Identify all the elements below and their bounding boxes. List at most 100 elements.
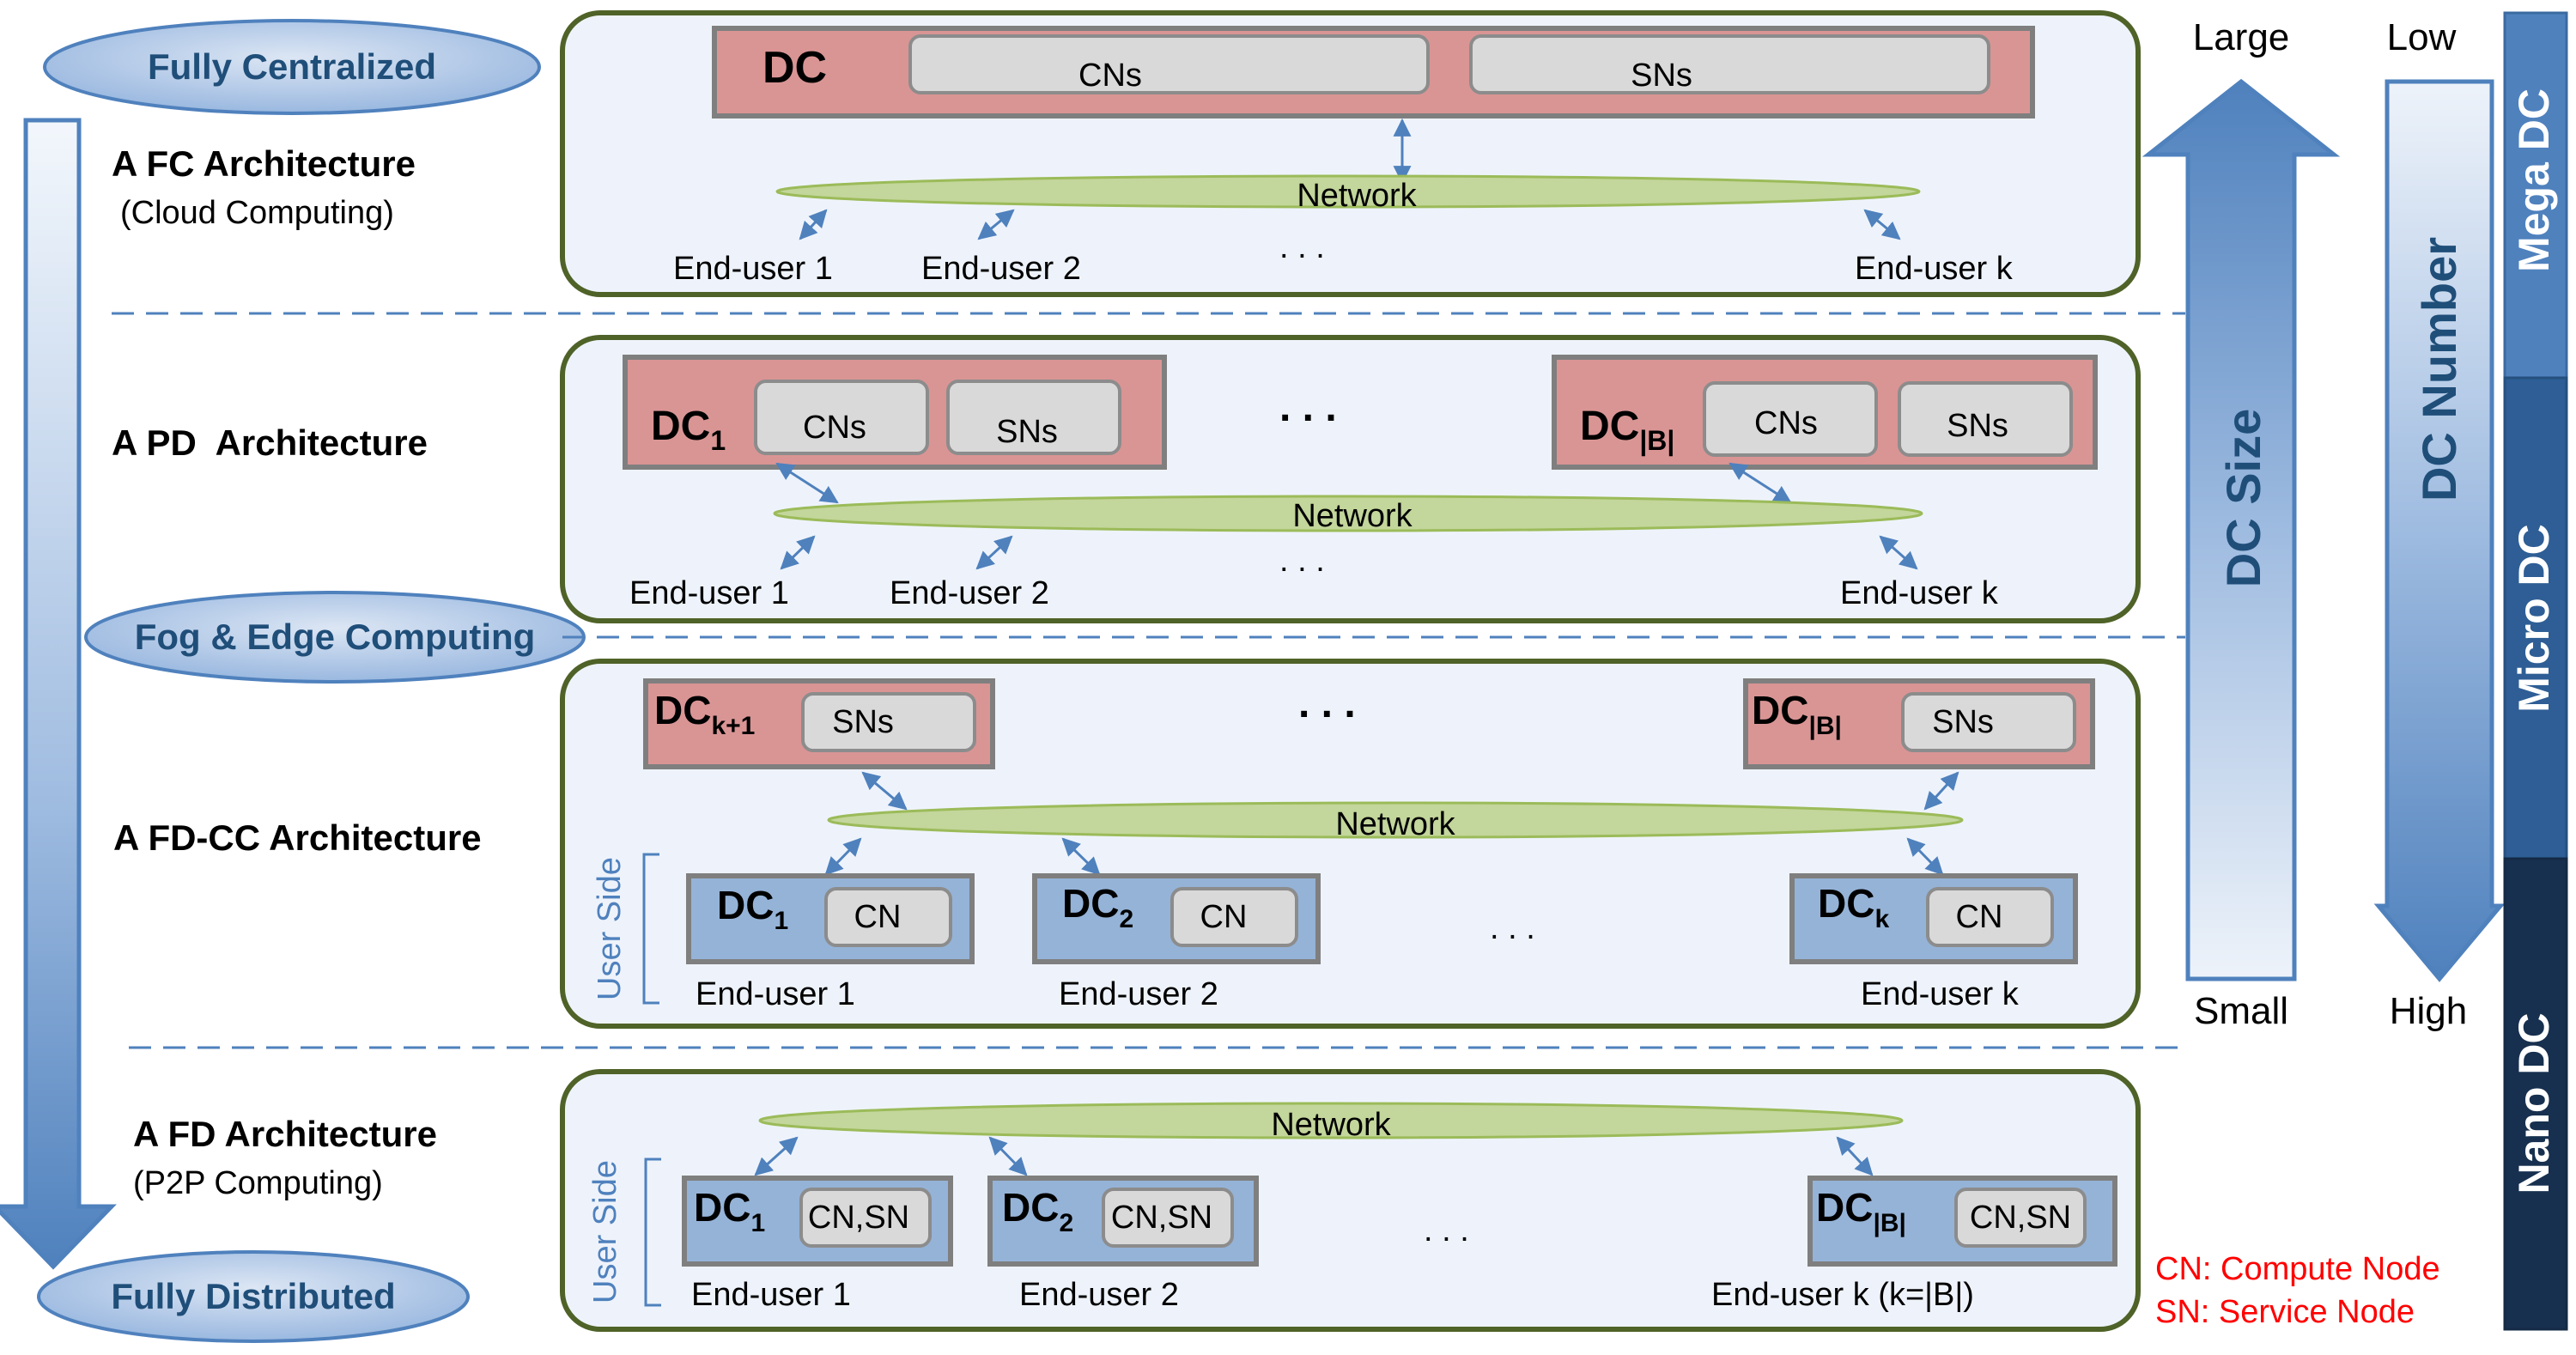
fd-dc2-cnsn-box xyxy=(1102,1188,1234,1248)
fdcc-dck1-label: DCk+1 xyxy=(654,688,755,740)
fc-end-user-k: End-user k xyxy=(1855,251,2014,287)
pd-end-user-1: End-user 1 xyxy=(629,575,789,611)
pd-dc1-cns-box xyxy=(754,380,929,455)
fc-user2-arrow xyxy=(977,209,1015,240)
dc-size-arrow xyxy=(2142,78,2341,981)
fc-userk-arrow xyxy=(1863,209,1901,240)
fc-end-user-1: End-user 1 xyxy=(673,251,833,287)
fully-centralized-ellipse xyxy=(43,19,541,115)
fdcc-dots-bottom: . . . xyxy=(1490,910,1535,946)
pd-user1-arrow xyxy=(780,535,816,570)
fd-network xyxy=(758,1102,1904,1139)
fd-dcb-cnsn-box xyxy=(1954,1188,2087,1248)
fc-network-label: Network xyxy=(1297,178,1417,214)
number-high-label: High xyxy=(2390,990,2468,1032)
fd-dcb-cnsn-label: CN,SN xyxy=(1970,1200,2071,1236)
pd-network-label: Network xyxy=(1292,498,1413,534)
fdcc-end-user-1: End-user 1 xyxy=(696,976,855,1012)
fd-end-user-1: End-user 1 xyxy=(691,1277,851,1313)
fc-sns-label: SNs xyxy=(1631,58,1692,94)
fc-cns-label: CNs xyxy=(1078,58,1142,94)
dc-number-arrow xyxy=(2373,79,2506,982)
fc-dots: . . . xyxy=(1279,229,1325,265)
fc-sns-box xyxy=(1469,34,1990,94)
mega-dc-segment xyxy=(2503,11,2568,380)
mega-dc-label: Mega DC xyxy=(2510,88,2558,272)
nano-dc-label: Nano DC xyxy=(2510,1012,2558,1194)
fd-end-user-2: End-user 2 xyxy=(1019,1277,1179,1313)
fd-dc1-network-arrow xyxy=(754,1136,799,1176)
fdcc-dck-cn-label: CN xyxy=(1956,899,2003,935)
pd-dcb-sns-box xyxy=(1898,381,2073,457)
fdcc-dck-cn-box xyxy=(1926,887,2054,947)
fd-dc1-label: DC1 xyxy=(694,1185,765,1237)
fdcc-dc2-network-arrow xyxy=(1061,837,1101,876)
fd-architecture-subtitle: (P2P Computing) xyxy=(133,1165,383,1201)
fdcc-dc1-label: DC1 xyxy=(717,883,788,935)
pd-end-user-k: End-user k xyxy=(1840,575,1999,611)
fd-architecture-title: A FD Architecture xyxy=(133,1114,437,1154)
size-large-label: Large xyxy=(2193,16,2290,58)
legend-cn: CN: Compute Node xyxy=(2155,1251,2440,1287)
fdcc-user-side-bracket xyxy=(642,853,659,1005)
fully-distributed-label: Fully Distributed xyxy=(111,1276,395,1316)
fdcc-network-label: Network xyxy=(1335,806,1455,842)
fd-dc1-cnsn-label: CN,SN xyxy=(808,1200,909,1236)
fdcc-dc2-cn-box xyxy=(1170,887,1298,947)
fc-architecture-title: A FC Architecture xyxy=(112,143,416,184)
fd-dc2-network-arrow xyxy=(988,1136,1028,1176)
fd-network-label: Network xyxy=(1271,1107,1391,1143)
fdcc-dc2-label: DC2 xyxy=(1062,881,1133,933)
size-small-label: Small xyxy=(2194,990,2288,1032)
pd-dots-top: . . . xyxy=(1279,385,1337,430)
fdcc-dc1-cn-box xyxy=(824,887,952,947)
fdcc-dck1-sns-label: SNs xyxy=(832,704,894,740)
fc-end-user-2: End-user 2 xyxy=(921,251,1081,287)
fc-user1-arrow xyxy=(799,209,828,240)
centralization-arrow xyxy=(0,118,117,1270)
fc-cns-box xyxy=(908,34,1430,94)
fc-architecture-subtitle: (Cloud Computing) xyxy=(120,195,394,231)
fd-dc1-cnsn-box xyxy=(799,1188,932,1248)
fdcc-dck-network-arrow xyxy=(1906,837,1944,876)
fd-user-side-label: User Side xyxy=(587,1160,623,1303)
pd-dots: . . . xyxy=(1279,543,1325,579)
fdcc-end-user-2: End-user 2 xyxy=(1059,976,1218,1012)
fdcc-dck1-network-arrow xyxy=(861,771,908,811)
pd-dcb-sns-label: SNs xyxy=(1947,408,2008,444)
fc-dc-label: DC xyxy=(762,43,827,93)
pd-dcb-cns-label: CNs xyxy=(1754,405,1818,441)
pd-architecture-title: A PD Architecture xyxy=(112,422,428,463)
pd-dc1-label: DC1 xyxy=(651,404,726,456)
fdcc-dcb-network-arrow xyxy=(1923,771,1959,811)
dc-number-label: DC Number xyxy=(2412,237,2466,501)
fdcc-dcb-sns-box xyxy=(1901,692,2076,752)
fully-distributed-ellipse xyxy=(37,1250,470,1343)
fdcc-architecture-title: A FD-CC Architecture xyxy=(113,817,482,858)
fd-dc2-label: DC2 xyxy=(1002,1185,1073,1237)
fdcc-dck-label: DCk xyxy=(1818,881,1889,933)
pd-dcb-cns-box xyxy=(1703,381,1878,457)
pd-end-user-2: End-user 2 xyxy=(890,575,1049,611)
fd-end-user-k-b: End-user k (k=|B|) xyxy=(1711,1277,1974,1313)
dc-size-label: DC Size xyxy=(2216,409,2270,588)
fog-edge-label: Fog & Edge Computing xyxy=(135,617,536,657)
pd-userk-arrow xyxy=(1879,535,1918,570)
pd-dc1-sns-label: SNs xyxy=(996,414,1058,450)
fdcc-end-user-k: End-user k xyxy=(1861,976,2020,1012)
fd-dc2-cnsn-label: CN,SN xyxy=(1111,1200,1212,1236)
fdcc-dcb-sns-label: SNs xyxy=(1932,704,1994,740)
pd-dc1-network-arrow xyxy=(775,462,839,504)
pd-dc1-cns-label: CNs xyxy=(803,410,866,446)
fully-centralized-label: Fully Centralized xyxy=(148,46,436,87)
fd-dcb-network-arrow xyxy=(1836,1136,1874,1176)
micro-dc-segment xyxy=(2503,376,2568,860)
fd-dcb-label: DC|B| xyxy=(1816,1185,1906,1237)
legend-sn: SN: Service Node xyxy=(2155,1294,2415,1330)
fdcc-dots-top: . . . xyxy=(1298,681,1356,726)
fc-network xyxy=(775,174,1921,209)
pd-user2-arrow xyxy=(975,535,1013,570)
fd-panel xyxy=(560,1069,2141,1332)
fdcc-network xyxy=(827,801,1964,839)
